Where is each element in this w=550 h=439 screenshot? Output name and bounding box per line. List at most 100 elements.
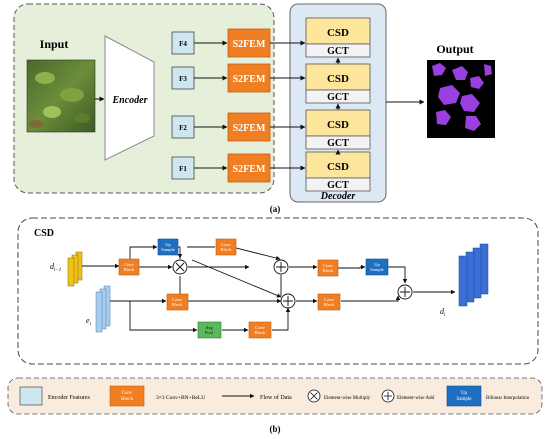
svg-text:GCT: GCT [327,180,349,191]
legend-bilinear-label: Bilinear Interpolation [486,396,530,401]
output-stack-d [458,243,489,307]
svg-text:CSD: CSD [327,161,349,173]
svg-text:Up: Up [165,242,171,247]
s2fem-block-3: S2FEM [227,63,271,93]
add-op-3 [397,284,413,300]
svg-text:CSD: CSD [327,27,349,39]
svg-text:GCT: GCT [327,46,349,57]
conv-block-1: Conv Block [118,258,140,276]
s2fem-block-1: S2FEM [227,153,271,183]
feature-label-f1: F1 [179,165,187,173]
gct-block-1 [305,177,371,192]
csd-block-4 [305,17,371,45]
label-d-out: di [440,307,446,318]
conv-block-2: Conv Block [215,238,237,256]
up-sample-1: Up Sample [157,238,179,256]
feature-box-f2: F2 [171,115,195,139]
legend: Encoder Features Conv Block 3×3 Conv+BN+… [7,377,543,415]
feature-box-f4: F4 [171,31,195,55]
svg-text:CSD: CSD [327,73,349,85]
svg-text:Block: Block [323,268,334,273]
svg-text:Conv: Conv [221,242,232,247]
legend-encoder-features-swatch [19,386,43,406]
svg-text:CSD: CSD [327,119,349,131]
legend-up-sample-swatch: Up Sample [446,385,482,407]
gct-block-4 [305,43,371,58]
multiply-op [172,259,188,275]
up-sample-2: Up Sample [365,258,389,276]
legend-conv-block-swatch: Conv Block [109,385,145,407]
input-stack-e [95,285,111,333]
svg-text:Block: Block [172,302,183,307]
svg-text:S2FEM: S2FEM [233,74,266,85]
svg-text:Block: Block [324,302,335,307]
caption-a: (a) [270,204,281,214]
svg-text:Sample: Sample [457,397,473,402]
svg-text:Conv: Conv [124,262,135,267]
legend-add-label: Element-wise Add [397,396,435,401]
svg-text:S2FEM: S2FEM [233,164,266,175]
feature-label-f4: F4 [179,40,187,48]
legend-multiply-icon [307,389,321,403]
panel-a: Input Encoder F4 F3 F2 F1 [13,3,495,214]
add-op-2 [280,293,296,309]
encoder-block [104,35,155,161]
feature-label-f3: F3 [179,75,187,83]
svg-text:Conv: Conv [122,391,133,396]
svg-text:Block: Block [221,247,232,252]
add-op-1 [273,259,289,275]
svg-text:Conv: Conv [323,263,334,268]
conv-block-5: Conv Block [317,293,341,311]
gct-block-3 [305,89,371,104]
feature-label-f2: F2 [179,124,187,132]
svg-text:Block: Block [121,397,133,402]
csd-block-2 [305,109,371,137]
legend-add-icon [381,389,395,403]
decoder-unit-2: CSD GCT [305,109,371,150]
caption-b: (b) [270,424,281,434]
decoder-unit-1: CSD GCT [305,151,371,192]
gct-block-2 [305,135,371,150]
legend-conv-desc: 3×3 Conv+BN+ReLU [156,395,205,401]
csd-block-3 [305,63,371,91]
conv-block-4: Conv Block [166,293,189,311]
legend-encoder-features-label: Encoder Features [48,395,90,401]
svg-text:S2FEM: S2FEM [233,39,266,50]
conv-block-6: Conv Block [248,321,272,339]
svg-text:Up: Up [461,391,468,396]
avg-pool: Avg Pool [197,321,222,339]
feature-box-f3: F3 [171,66,195,90]
decoder-unit-3: CSD GCT [305,63,371,104]
input-image [26,59,96,133]
svg-text:Sample: Sample [370,267,384,272]
svg-text:Conv: Conv [172,297,183,302]
svg-text:S2FEM: S2FEM [233,123,266,134]
csd-panel [17,217,539,365]
input-label: Input [40,37,69,51]
svg-text:GCT: GCT [327,138,349,149]
label-d-prev: di−1 [50,262,61,273]
svg-text:Conv: Conv [255,325,266,330]
decoder-label: Decoder [320,191,356,202]
output-label: Output [436,42,473,56]
svg-text:Avg: Avg [205,325,213,330]
svg-text:GCT: GCT [327,92,349,103]
svg-text:Block: Block [124,267,135,272]
feature-box-f1: F1 [171,156,195,180]
csd-title: CSD [34,228,54,239]
csd-flow-lines [82,244,456,333]
encoder-label: Encoder [112,95,148,106]
svg-text:Up: Up [374,262,380,267]
legend-multiply-label: Element-wise Multiply [324,396,371,401]
legend-flow-label: Flow of Data [260,394,292,401]
decoder-unit-4: CSD GCT [305,17,371,58]
conv-block-3: Conv Block [317,259,339,277]
svg-text:Block: Block [255,330,266,335]
svg-text:Pool: Pool [205,330,214,335]
s2fem-block-4: S2FEM [227,28,271,58]
label-e: ei [86,316,92,327]
s2fem-block-2: S2FEM [227,112,271,142]
output-mask-image [427,60,495,138]
panel-b: CSD di−1 ei di [17,217,539,365]
